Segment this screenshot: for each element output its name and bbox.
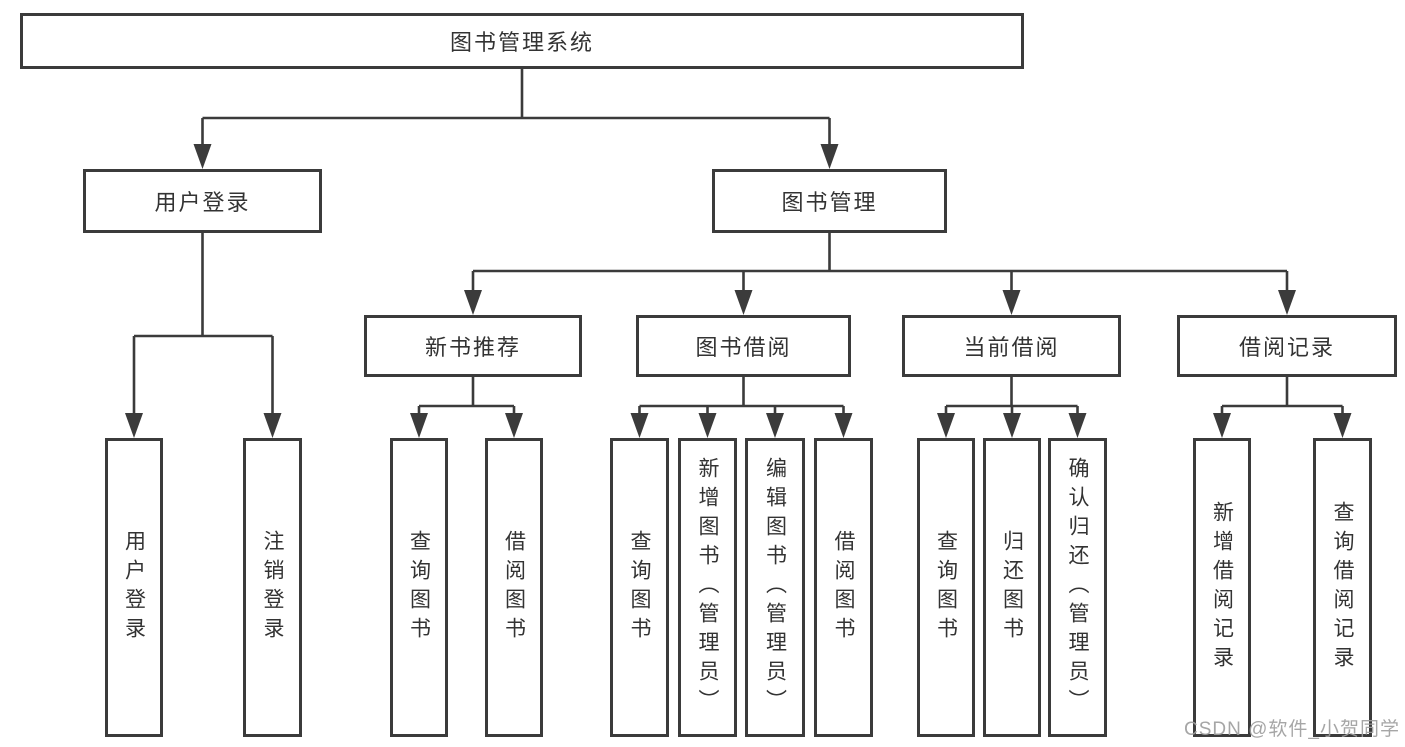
node-user-login: 用户登录 <box>83 169 322 233</box>
leaf-logout-label: 注销登录 <box>261 529 284 646</box>
leaf-query-books-current: 查询图书 <box>917 438 975 737</box>
leaf-query-borrow-record-label: 查询借阅记录 <box>1331 500 1354 675</box>
node-current-borrow: 当前借阅 <box>902 315 1121 377</box>
node-borrow-records: 借阅记录 <box>1177 315 1397 377</box>
node-root-label: 图书管理系统 <box>449 30 594 55</box>
leaf-confirm-return-admin: 确认归还（管理员） <box>1048 438 1107 737</box>
node-user-login-label: 用户登录 <box>154 190 251 215</box>
node-new-book-recommend-label: 新书推荐 <box>424 335 521 360</box>
leaf-logout: 注销登录 <box>243 438 302 737</box>
leaf-return-book: 归还图书 <box>983 438 1041 737</box>
leaf-query-books-recommend: 查询图书 <box>390 438 448 737</box>
leaf-borrow-books-recommend-label: 借阅图书 <box>502 529 526 646</box>
leaf-borrow-books-2-label: 借阅图书 <box>832 529 855 646</box>
leaf-edit-book-admin-label: 编辑图书（管理员） <box>763 457 787 718</box>
leaf-query-books-current-label: 查询图书 <box>934 529 958 646</box>
leaf-confirm-return-admin-label: 确认归还（管理员） <box>1066 457 1089 718</box>
leaf-user-login-label: 用户登录 <box>122 529 146 646</box>
leaf-borrow-books-2: 借阅图书 <box>814 438 873 737</box>
node-new-book-recommend: 新书推荐 <box>364 315 582 377</box>
csdn-watermark: CSDN @软件_小贺同学 <box>1184 719 1400 740</box>
node-borrow-records-label: 借阅记录 <box>1238 335 1335 360</box>
leaf-edit-book-admin: 编辑图书（管理员） <box>745 438 805 737</box>
leaf-add-book-admin: 新增图书（管理员） <box>678 438 737 737</box>
leaf-query-books-borrow: 查询图书 <box>610 438 669 737</box>
leaf-borrow-books-recommend: 借阅图书 <box>485 438 543 737</box>
leaf-query-borrow-record: 查询借阅记录 <box>1313 438 1372 737</box>
node-root: 图书管理系统 <box>20 13 1024 69</box>
leaf-add-book-admin-label: 新增图书（管理员） <box>696 457 719 718</box>
leaf-user-login: 用户登录 <box>105 438 163 737</box>
leaf-add-borrow-record-label: 新增借阅记录 <box>1210 500 1234 675</box>
leaf-return-book-label: 归还图书 <box>1000 529 1024 646</box>
leaf-add-borrow-record: 新增借阅记录 <box>1193 438 1251 737</box>
node-book-borrow: 图书借阅 <box>636 315 851 377</box>
leaf-query-books-recommend-label: 查询图书 <box>407 529 431 646</box>
node-book-borrow-label: 图书借阅 <box>695 335 792 360</box>
leaf-query-books-borrow-label: 查询图书 <box>628 529 651 646</box>
node-book-management: 图书管理 <box>712 169 947 233</box>
node-book-management-label: 图书管理 <box>781 190 878 215</box>
node-current-borrow-label: 当前借阅 <box>963 335 1060 360</box>
